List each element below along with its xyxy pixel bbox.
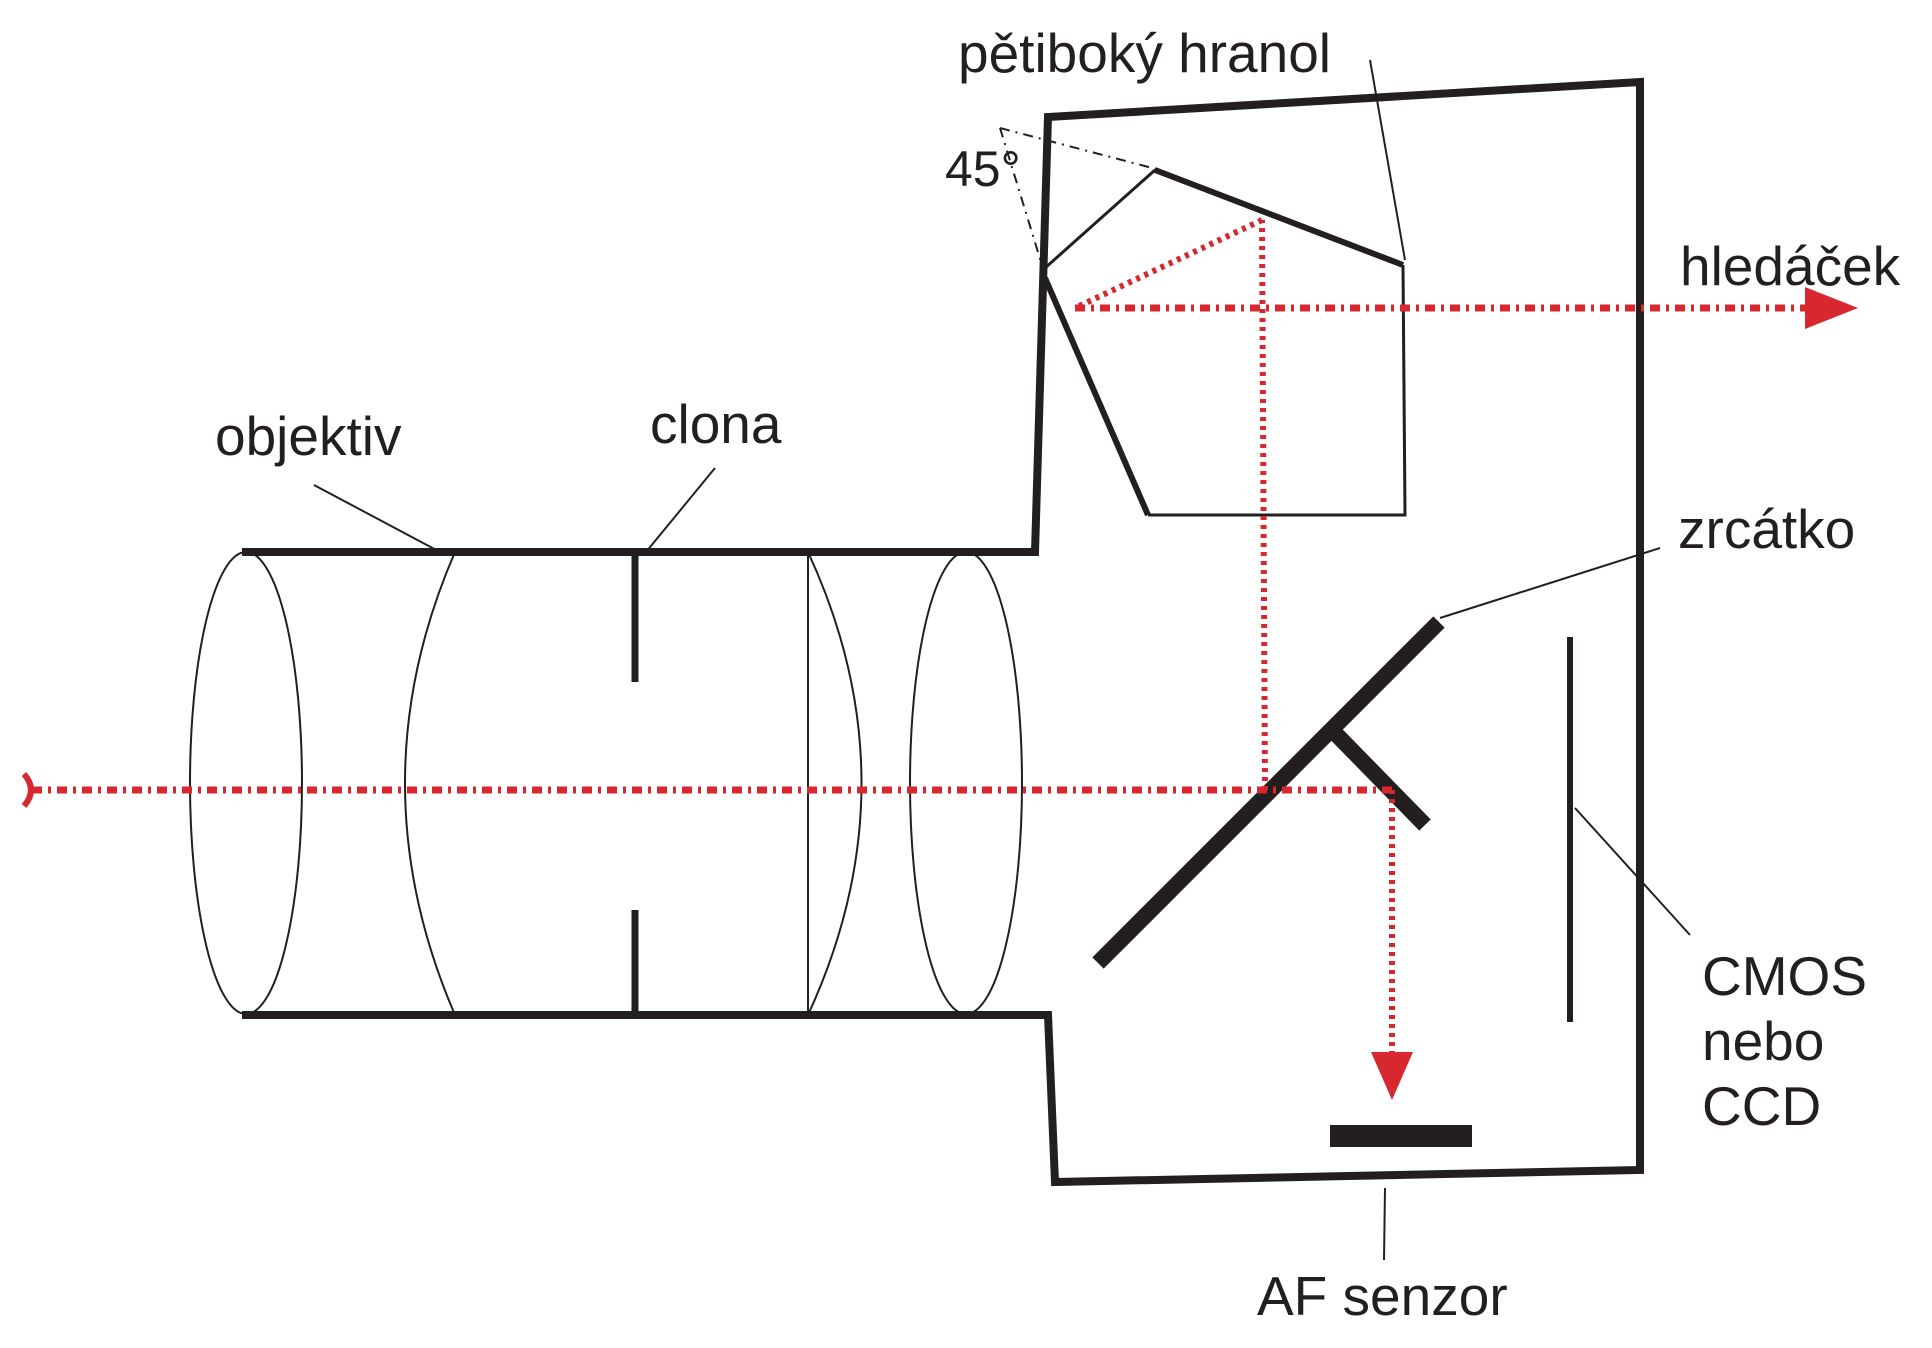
mirror-label: zrcátko	[1678, 498, 1855, 560]
sensor-label-line1: CMOS	[1702, 945, 1867, 1007]
af-arrowhead	[1371, 1052, 1413, 1100]
pentaprism-label: pětiboký hranol	[958, 22, 1331, 84]
secondary-mirror	[1328, 726, 1431, 831]
ray-up-to-prism	[1259, 219, 1268, 791]
camera-body	[242, 77, 1644, 1187]
pentaprism-reflective-face	[1153, 167, 1405, 268]
angle-indicator	[999, 127, 1161, 276]
pentaprism	[1042, 167, 1407, 517]
mirror-leader	[1439, 547, 1661, 619]
angle-line-1	[999, 127, 1046, 276]
incoming-ray-start-marker	[21, 772, 34, 808]
main-mirror	[1092, 616, 1445, 969]
reflex-mirror	[1092, 616, 1445, 969]
lens-assembly	[189, 551, 1023, 1016]
sensor-label-line3: CCD	[1702, 1075, 1821, 1137]
aperture-label: clona	[650, 393, 782, 455]
lens-element-2	[404, 551, 456, 1016]
sensor-leader	[1574, 807, 1691, 936]
pentaprism-outline-path	[1044, 168, 1407, 517]
sensor-label-line2: nebo	[1702, 1010, 1824, 1072]
aperture-leader	[645, 467, 716, 553]
front-lens-element	[189, 551, 303, 1015]
leader-lines	[313, 59, 1691, 1261]
lens-leader	[313, 484, 441, 553]
lens-element-3	[807, 551, 863, 1016]
af-sensor-leader	[1383, 1187, 1386, 1261]
light-path	[21, 217, 1858, 1100]
ray-prism-reflection	[1073, 217, 1264, 311]
pentaprism-front-face	[1042, 276, 1151, 517]
viewfinder-label: hledáček	[1680, 235, 1901, 297]
af-sensor-label: AF senzor	[1257, 1265, 1508, 1327]
camera-body-outline	[242, 77, 1644, 1187]
rear-lens-element	[909, 551, 1023, 1015]
pentaprism-leader	[1369, 59, 1406, 261]
angle-label: 45°	[945, 141, 1021, 197]
lens-label: objektiv	[215, 405, 402, 467]
viewfinder-arrowhead	[1805, 287, 1858, 329]
angle-line-2	[999, 127, 1161, 171]
